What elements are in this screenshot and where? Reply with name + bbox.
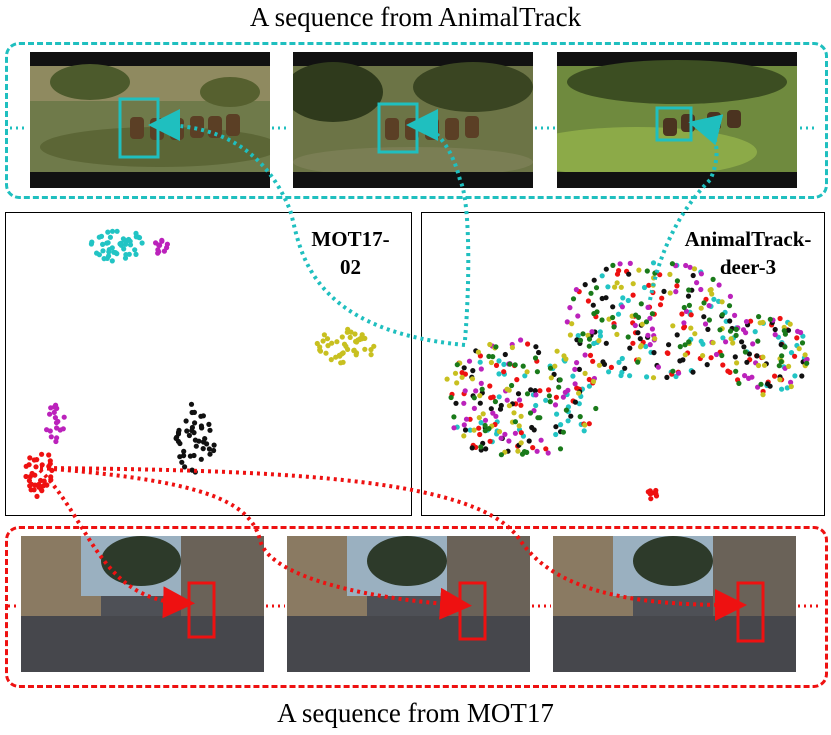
mot17-frame-2 [287, 536, 530, 672]
mot17-frame-1 [21, 536, 264, 672]
deer-scene-image [30, 52, 270, 188]
bottom-caption: A sequence from MOT17 [277, 698, 554, 728]
top-caption: A sequence from AnimalTrack [249, 2, 582, 32]
deer-scene-image [293, 52, 533, 188]
street-scene-image [553, 536, 796, 672]
animaltrack-frame-2 [293, 52, 533, 188]
deer-scene-image [557, 52, 797, 188]
animaltrack-panel-label: AnimalTrack-deer-3 [684, 227, 812, 279]
mot17-embedding-panel: MOT17-02 [5, 212, 412, 516]
animaltrack-frame-3 [557, 52, 797, 188]
animaltrack-embedding-panel: AnimalTrack-deer-3 [421, 212, 825, 516]
mot17-frame-3 [553, 536, 796, 672]
street-scene-image [21, 536, 264, 672]
street-scene-image [287, 536, 530, 672]
animaltrack-frame-1 [30, 52, 270, 188]
mot17-panel-label: MOT17-02 [311, 227, 390, 279]
